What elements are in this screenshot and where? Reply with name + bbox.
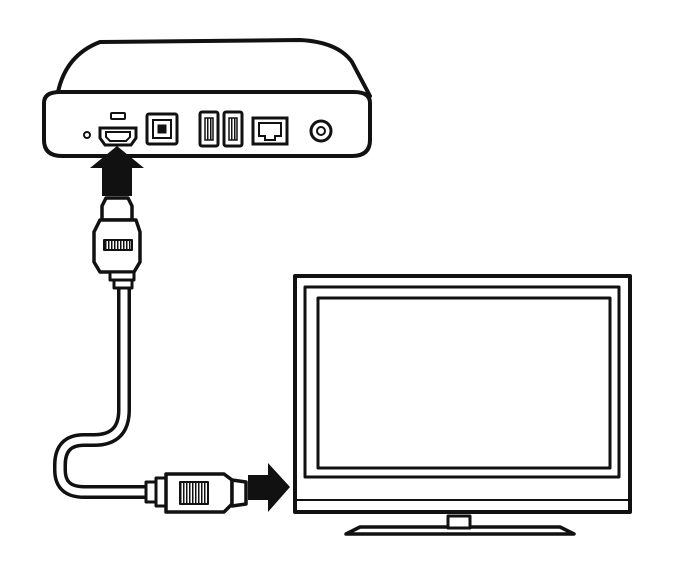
tv-screen	[316, 296, 612, 470]
hdmi-plug-top	[92, 196, 142, 290]
arrow-right-icon	[248, 463, 290, 512]
hdmi-plug-bottom	[144, 472, 248, 514]
television	[293, 274, 632, 536]
tv-stand	[344, 525, 576, 536]
media-box-ports	[83, 110, 333, 148]
hdmi-cable	[53, 288, 150, 499]
power-led-icon	[83, 131, 91, 139]
status-indicator	[110, 112, 126, 120]
arrow-up-icon	[90, 146, 144, 196]
